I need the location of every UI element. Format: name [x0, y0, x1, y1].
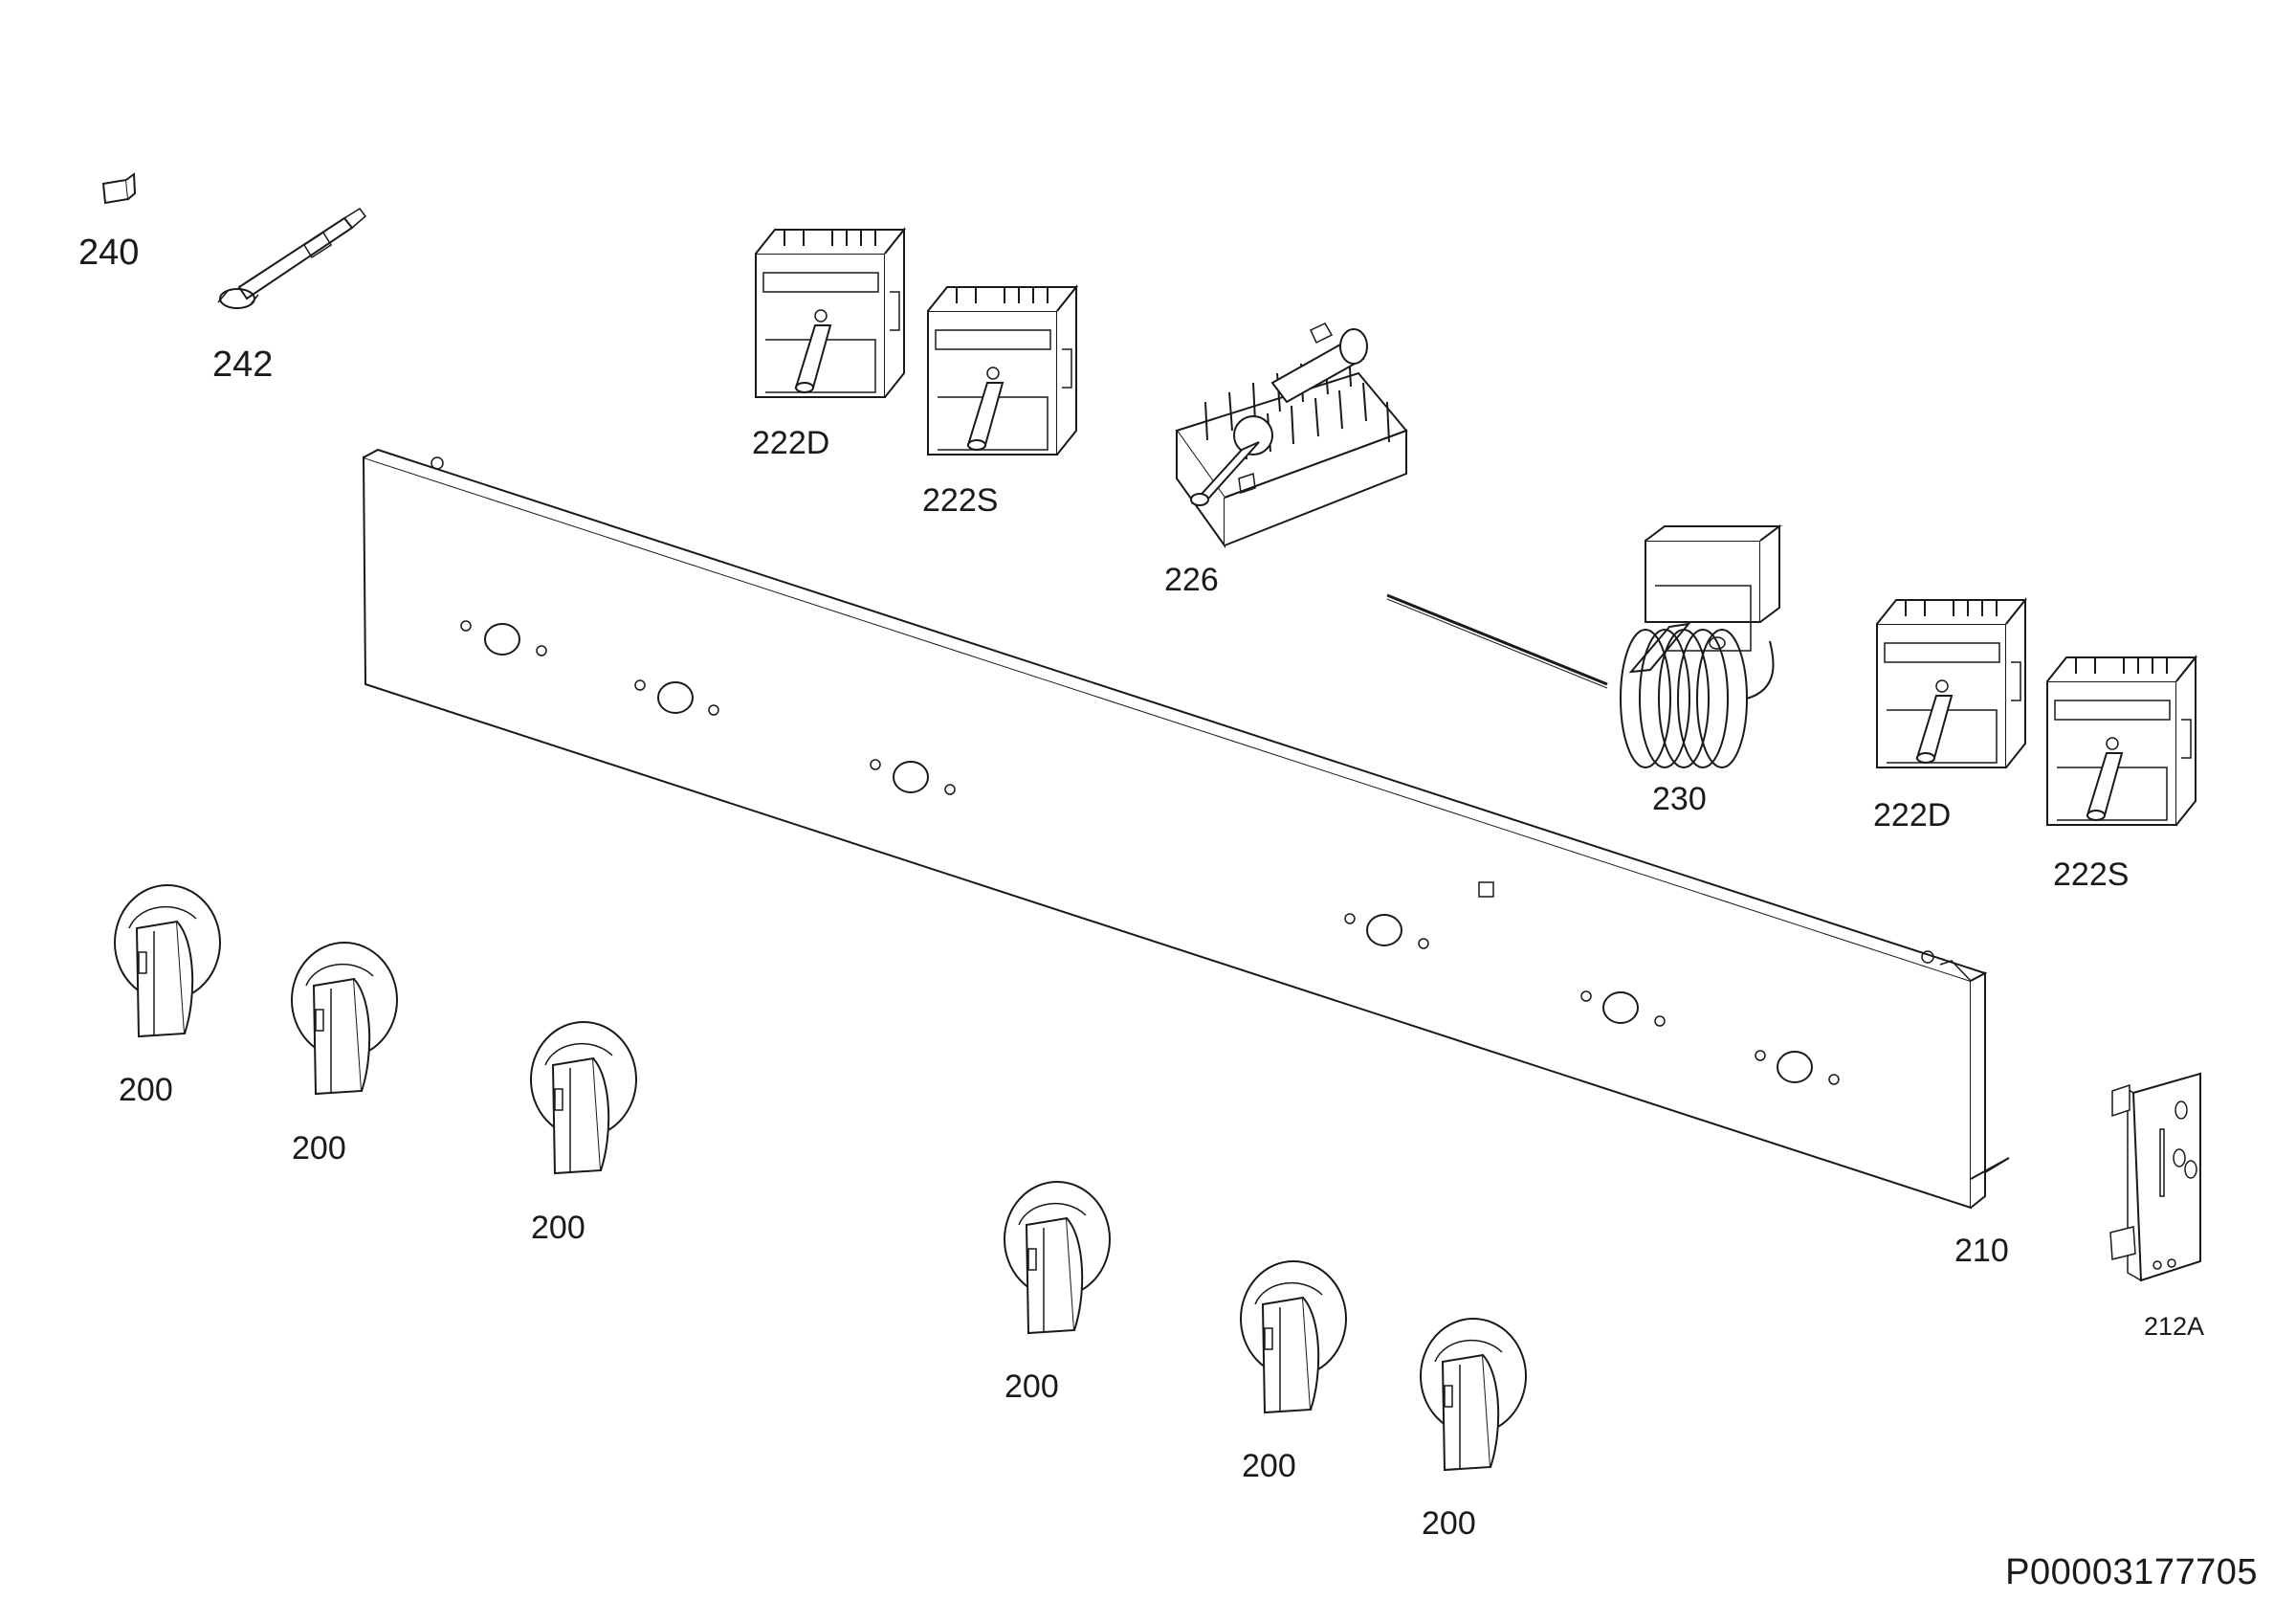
panel-knob-holes — [461, 621, 1839, 1084]
part-226-selector-switch — [1177, 323, 1406, 545]
label-230: 230 — [1652, 781, 1707, 817]
part-242-spindle — [218, 209, 365, 308]
part-200-knob-5 — [1240, 1260, 1347, 1413]
part-200-knob-4 — [1004, 1181, 1111, 1334]
part-200-knob-1 — [114, 884, 221, 1037]
part-222d-switch-upper — [755, 229, 905, 398]
label-222d-upper: 222D — [752, 425, 830, 461]
part-222s-switch-lower — [2046, 656, 2197, 826]
label-200-knob-4: 200 — [1004, 1368, 1059, 1405]
part-200-knob-3 — [530, 1021, 637, 1174]
part-230-thermostat — [1387, 526, 1779, 767]
label-200-knob-2: 200 — [292, 1130, 346, 1167]
label-242: 242 — [212, 345, 274, 385]
label-222s-upper: 222S — [922, 482, 999, 519]
label-200-knob-5: 200 — [1242, 1448, 1296, 1484]
label-200-knob-1: 200 — [119, 1072, 173, 1108]
label-222d-lower: 222D — [1873, 797, 1952, 834]
part-200-knob-2 — [291, 942, 398, 1095]
label-212a: 212A — [2144, 1312, 2205, 1341]
label-210: 210 — [1954, 1233, 2009, 1269]
part-222s-switch-upper — [927, 286, 1077, 456]
part-212a-bracket — [2110, 1074, 2200, 1280]
label-200-knob-3: 200 — [531, 1210, 585, 1246]
label-222s-lower: 222S — [2053, 856, 2130, 893]
document-id: P00003177705 — [2005, 1552, 2258, 1592]
label-200-knob-6: 200 — [1422, 1505, 1476, 1542]
part-210-control-panel — [364, 450, 2009, 1208]
part-200-knob-6 — [1420, 1318, 1527, 1471]
part-240-clip — [103, 174, 135, 203]
label-240: 240 — [78, 233, 140, 273]
label-226: 226 — [1164, 562, 1219, 598]
part-222d-switch-lower — [1876, 599, 2026, 768]
